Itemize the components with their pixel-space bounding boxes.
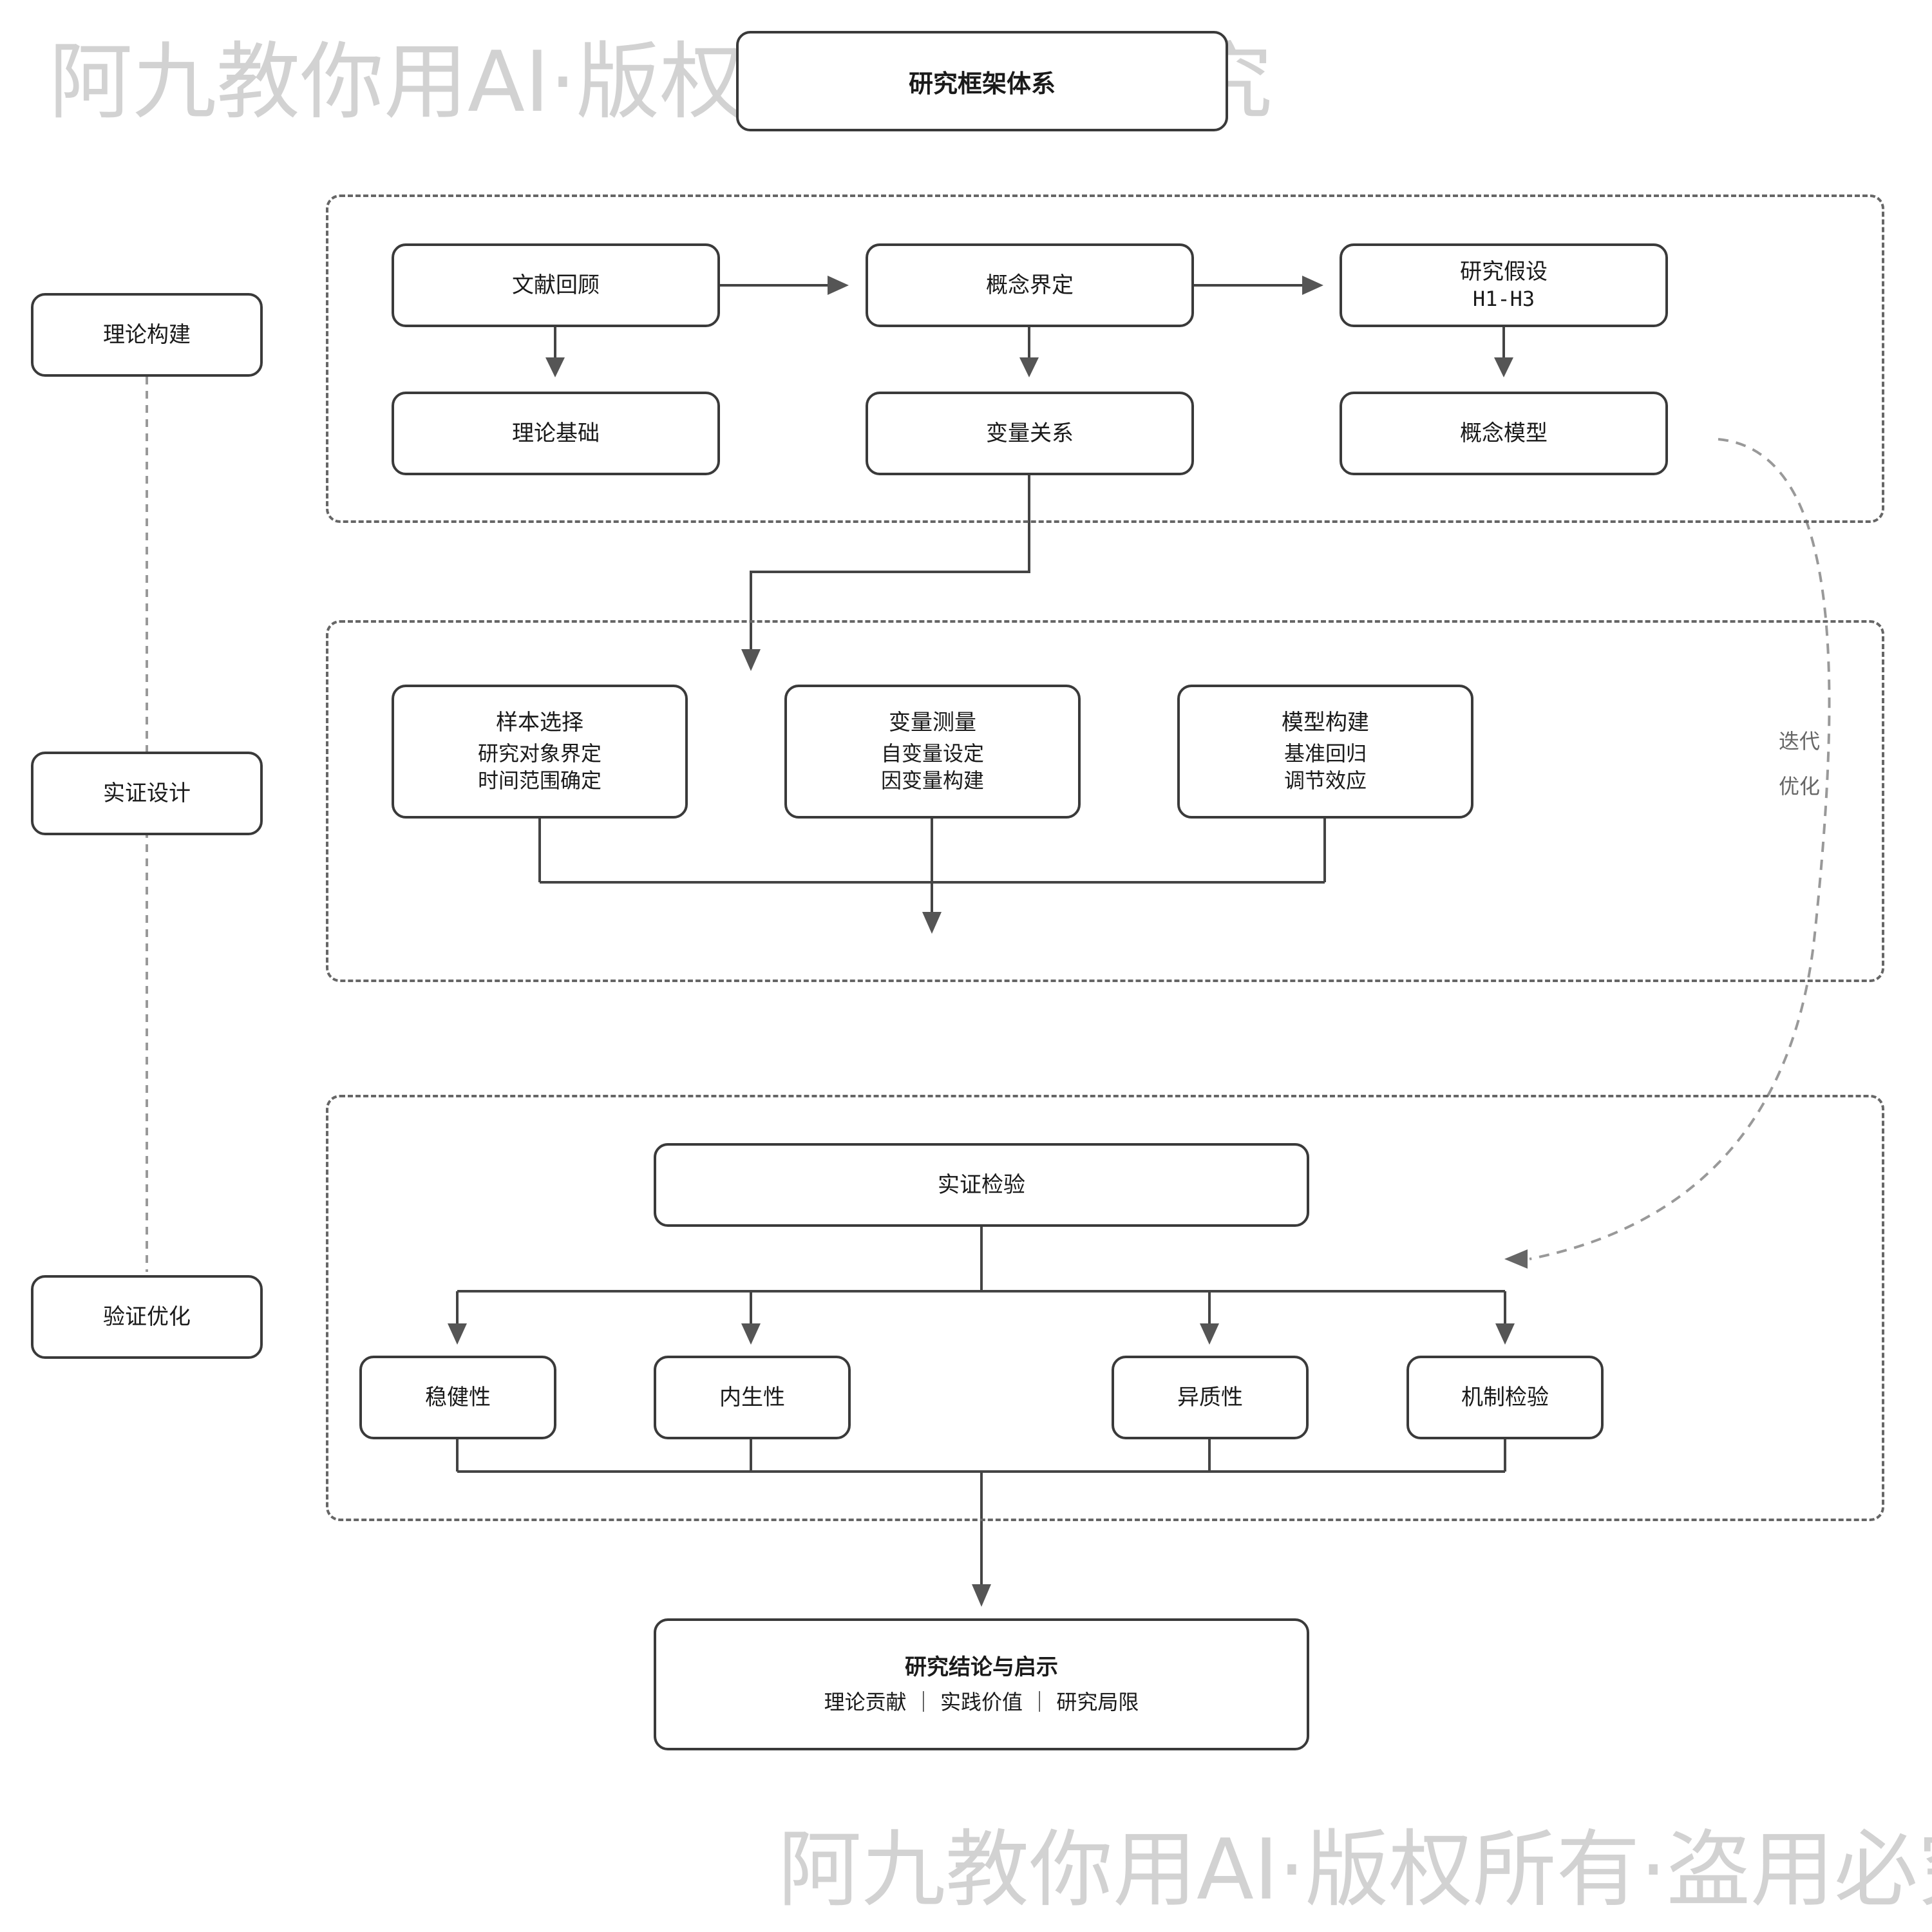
node-sample-selection-line1: 研究对象界定: [477, 741, 601, 766]
arrow-literature-to-concept: [718, 276, 849, 295]
node-concept-definition-label: 概念界定: [986, 272, 1074, 298]
node-mechanism-test-label: 机制检验: [1461, 1385, 1549, 1410]
watermark-bottom: 阿九教你用AI·版权所有·盗用必究: [778, 1821, 1932, 1918]
node-sample-selection-line2: 时间范围确定: [477, 768, 601, 793]
node-research-hypothesis: 研究假设 H1-H3: [1340, 243, 1668, 327]
arrow-literature-to-foundation: [545, 327, 565, 377]
node-concept-definition: 概念界定: [866, 243, 1194, 327]
iterate-feedback-curve: [1504, 438, 1831, 1269]
node-variable-measurement-title: 变量测量: [889, 710, 976, 735]
node-research-hypothesis-label: 研究假设: [1460, 259, 1548, 285]
node-heterogeneity-label: 异质性: [1177, 1385, 1243, 1410]
node-conclusion: 研究结论与启示 理论贡献 ｜ 实践价值 ｜ 研究局限: [654, 1618, 1309, 1750]
node-variable-measurement: 变量测量 自变量设定 因变量构建: [784, 685, 1081, 819]
node-empirical-test-label: 实证检验: [938, 1172, 1025, 1198]
node-conceptual-model-label: 概念模型: [1460, 421, 1548, 446]
design-merge-connector: [538, 818, 1326, 934]
node-model-building-title: 模型构建: [1282, 710, 1369, 735]
stage-theory: 理论构建: [31, 293, 263, 377]
arrow-hypothesis-to-model: [1494, 327, 1513, 377]
node-variable-relations-label: 变量关系: [986, 421, 1074, 446]
node-theoretical-foundation: 理论基础: [392, 392, 720, 475]
node-mechanism-test: 机制检验: [1406, 1356, 1604, 1439]
node-conclusion-subtitle: 理论贡献 ｜ 实践价值 ｜ 研究局限: [824, 1689, 1139, 1714]
diagram-title-text: 研究框架体系: [908, 69, 1056, 98]
node-empirical-test: 实证检验: [654, 1143, 1309, 1227]
node-model-building-line2: 调节效应: [1283, 768, 1367, 793]
node-model-building: 模型构建 基准回归 调节效应: [1177, 685, 1473, 819]
node-endogeneity: 内生性: [654, 1356, 851, 1439]
node-endogeneity-label: 内生性: [719, 1385, 785, 1410]
node-conceptual-model: 概念模型: [1340, 392, 1668, 475]
stage-validation-label: 验证优化: [103, 1304, 191, 1330]
node-research-hypothesis-sub: H1-H3: [1472, 287, 1535, 311]
stage-theory-label: 理论构建: [103, 322, 191, 348]
stage-validation: 验证优化: [31, 1275, 263, 1359]
iterate-label-line2: 优化: [1779, 774, 1821, 799]
stage-empirical-label: 实证设计: [103, 781, 191, 806]
node-sample-selection: 样本选择 研究对象界定 时间范围确定: [392, 685, 688, 819]
node-heterogeneity: 异质性: [1112, 1356, 1309, 1439]
arrow-concept-to-variables: [1019, 327, 1039, 377]
stage-empirical: 实证设计: [31, 752, 263, 835]
node-literature-review: 文献回顾: [392, 243, 720, 327]
validation-split-connector: [448, 1227, 1515, 1345]
node-model-building-line1: 基准回归: [1283, 741, 1367, 766]
arrow-concept-to-hypothesis: [1193, 276, 1323, 295]
section-theory: [326, 194, 1884, 523]
validation-merge-connector: [456, 1439, 1506, 1607]
node-variable-relations: 变量关系: [866, 392, 1194, 475]
section-design: [326, 620, 1884, 982]
node-theoretical-foundation-label: 理论基础: [512, 421, 600, 446]
node-variable-measurement-line2: 因变量构建: [880, 768, 984, 793]
arrow-variables-to-design: [741, 475, 1030, 671]
node-sample-selection-title: 样本选择: [496, 710, 583, 735]
node-conclusion-title: 研究结论与启示: [905, 1654, 1058, 1680]
node-literature-review-label: 文献回顾: [512, 272, 600, 298]
diagram-title: 研究框架体系: [736, 31, 1228, 131]
section-validation: [326, 1095, 1884, 1521]
node-variable-measurement-line1: 自变量设定: [880, 741, 984, 766]
node-robustness: 稳健性: [359, 1356, 556, 1439]
node-robustness-label: 稳健性: [425, 1385, 491, 1410]
iterate-label-line1: 迭代: [1779, 729, 1821, 753]
